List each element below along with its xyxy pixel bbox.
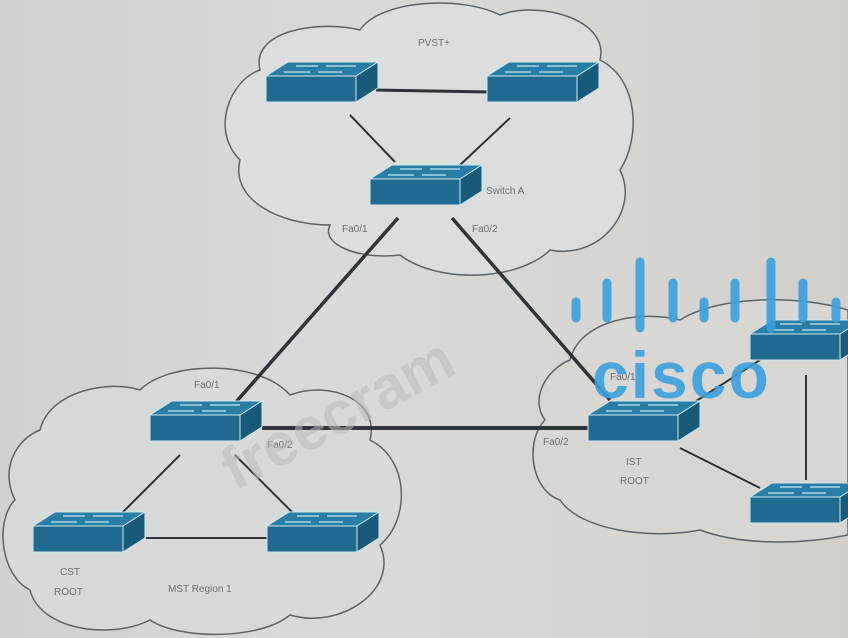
- cloud-label-pvst: PVST+: [418, 38, 450, 49]
- switch-right-bottom[interactable]: [749, 482, 848, 524]
- cloud-label-mst-region-1: MST Region 1: [168, 584, 232, 595]
- link-pvst-left-pvst-right: [375, 88, 491, 94]
- switch-pvst-left[interactable]: [265, 61, 379, 103]
- link-switch-a-ist-root: [450, 216, 612, 402]
- port-label-mst1-fa01: Fa0/1: [194, 380, 220, 391]
- switch-pvst-right[interactable]: [486, 61, 600, 103]
- cst-root-label-1: CST: [60, 567, 80, 578]
- link-pvst-left-switch-a: [349, 114, 396, 163]
- cisco-wordmark: cisco: [592, 338, 771, 412]
- link-ist-root-right-top: [689, 359, 761, 406]
- port-label-switch-a-fa02: Fa0/2: [472, 224, 498, 235]
- links: [119, 88, 807, 539]
- port-label-ist-fa01: Fa0/1: [610, 372, 636, 383]
- link-pvst-right-switch-a: [459, 117, 511, 166]
- switch-a-label: Switch A: [486, 186, 525, 197]
- link-ist-root-right-bottom: [679, 447, 761, 489]
- ist-root-label-1: IST: [626, 457, 642, 468]
- cloud-mst-region-1: [2, 367, 402, 636]
- cst-root-label-2: ROOT: [54, 587, 83, 598]
- ist-root-label-2: ROOT: [620, 476, 649, 487]
- link-switch-a-mst1-top: [234, 216, 400, 404]
- port-label-switch-a-fa01: Fa0/1: [342, 224, 368, 235]
- link-mst1-top-cst-root: [119, 454, 181, 516]
- switch-mst1-right[interactable]: [266, 511, 380, 553]
- link-mst1-top-mst1-right: [234, 454, 293, 513]
- switch-a[interactable]: [369, 164, 483, 206]
- switch-cst-root[interactable]: [32, 511, 146, 553]
- port-label-ist-fa02: Fa0/2: [543, 437, 569, 448]
- cisco-logo-icon: cisco: [571, 257, 841, 412]
- port-label-mst1-fa02: Fa0/2: [267, 440, 293, 451]
